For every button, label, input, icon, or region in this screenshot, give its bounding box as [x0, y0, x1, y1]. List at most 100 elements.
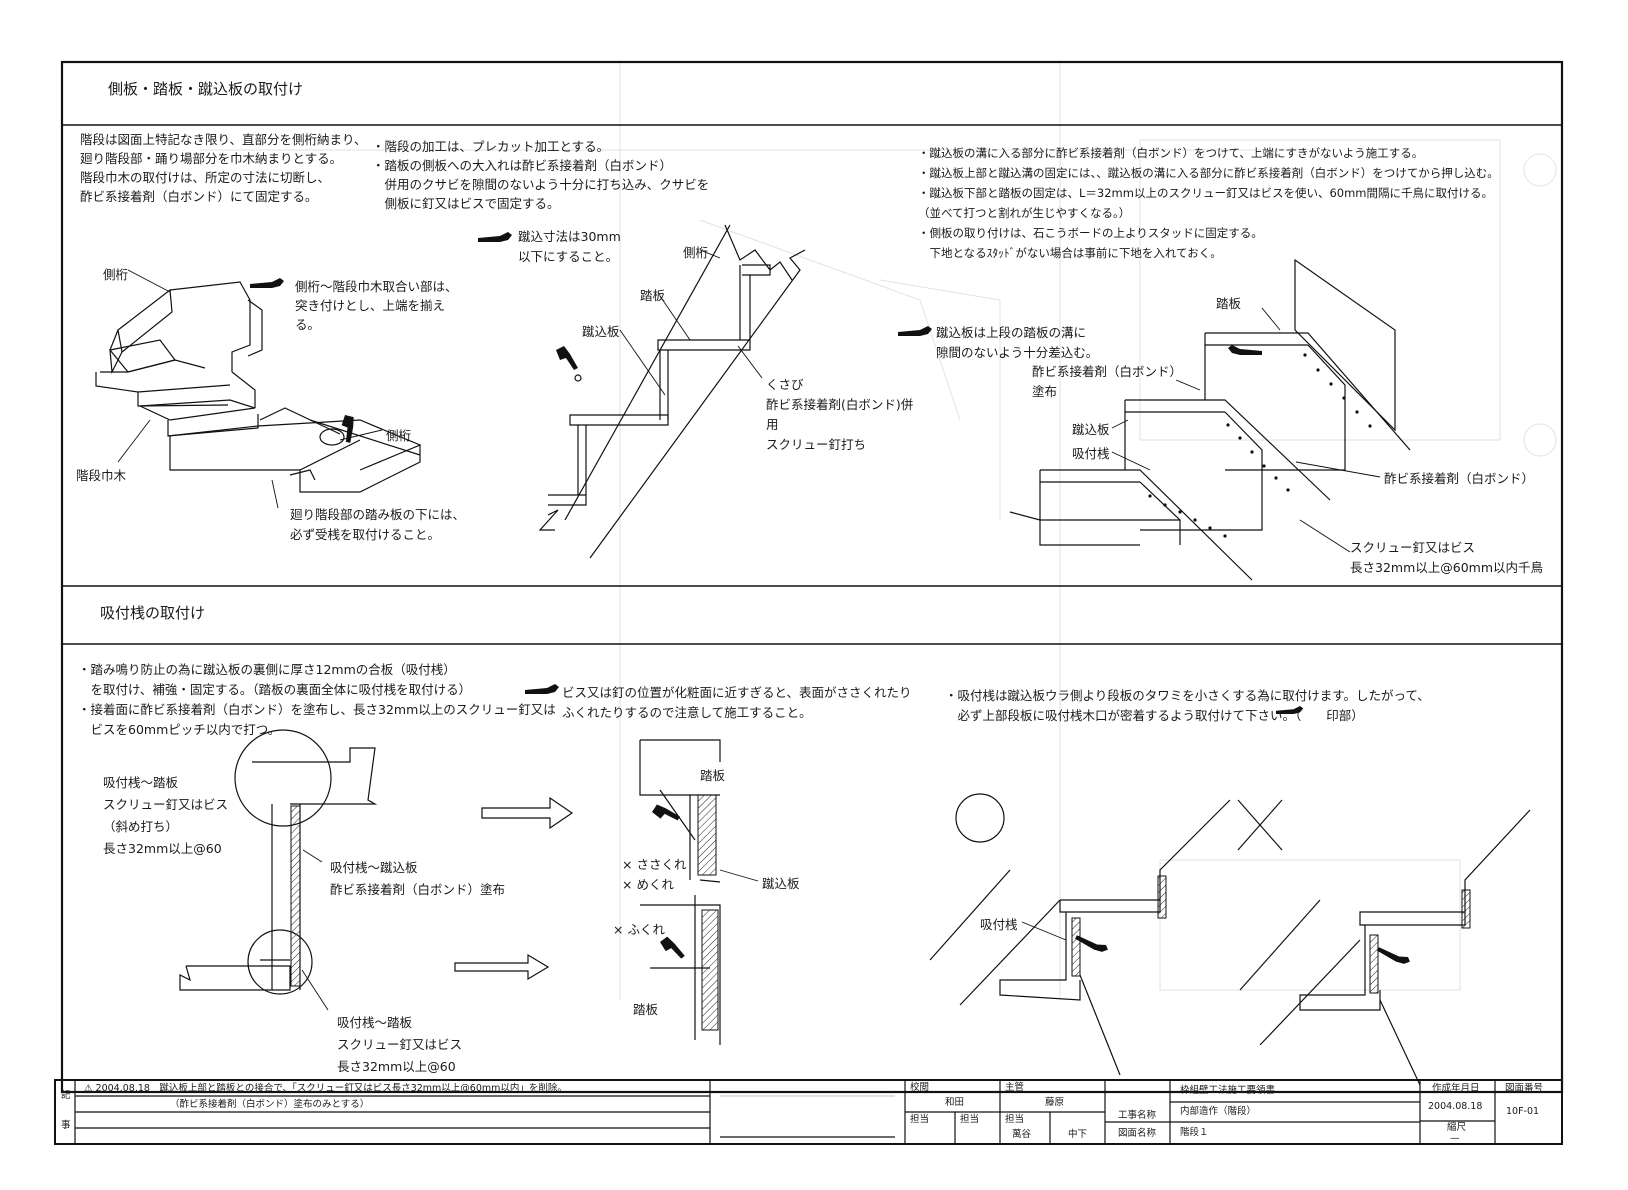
label-screw-2: 長さ32mm以上@60mm以内千鳥 — [1350, 560, 1544, 575]
s2-note-middle-1: ビス又は釘の位置が化粧面に近すぎると、表面がささくれたり — [562, 685, 912, 700]
fig4-top-2: スクリュー釘又はビス — [103, 797, 229, 812]
fig4-top-3: （斜め打ち） — [103, 819, 179, 834]
pointing-hand-icon — [525, 684, 559, 694]
label-side-girder: 側桁 — [386, 428, 412, 443]
tb-date-value: 2004.08.18 — [1428, 1101, 1483, 1112]
note-right-3: ・蹴込板下部と踏板の固定は、L＝32mm以上のスクリュー釘又はビスを使い、60m… — [918, 186, 1493, 200]
note-middle-3: 併用のクサビを隙間のないよう十分に打ち込み、クサビを — [372, 177, 710, 192]
note-left-4: 酢ビ系接着剤（白ボンド）にて固定する。 — [80, 189, 318, 204]
callout-abut-2: 突き付けとし、上端を揃え — [295, 298, 446, 313]
tb-checked-value: 和田 — [945, 1097, 965, 1108]
fig4-mid-2: 酢ビ系接着剤（白ボンド）塗布 — [330, 882, 506, 897]
callout-groove-2: 隙間のないよう十分差込む。 — [936, 345, 1099, 360]
nail-position-figure — [639, 739, 721, 1045]
pointing-hand-icon — [898, 326, 932, 336]
note-right-2: ・蹴込板上部と蹴込溝の固定には、、蹴込板の溝に入る部分に酢ビ系接着剤（白ボンド）… — [918, 166, 1499, 180]
label-fig3-tread: 踏板 — [1216, 296, 1242, 311]
tb-charge-label-1: 担当 — [910, 1114, 930, 1125]
note-left-3: 階段巾木の取付けは、所定の寸法に切断し、 — [80, 170, 331, 185]
s2-note-right-1: ・吸付桟は蹴込板ウラ側より段板のタワミを小さくする為に取付けます。したがって、 — [945, 688, 1430, 703]
fig5-splinter: × ささくれ — [622, 857, 687, 872]
circle-mark-icon — [955, 793, 1005, 843]
tb-manager-label: 主管 — [1005, 1082, 1025, 1093]
sheet-frame — [60, 60, 1564, 1094]
label-fig2-tread: 踏板 — [640, 288, 666, 303]
fig5-bulge: × ふくれ — [613, 922, 665, 937]
section2-title: 吸付桟の取付け — [100, 604, 206, 622]
fig4-top-1: 吸付桟～踏板 — [103, 775, 179, 790]
fig5-peel: × めくれ — [622, 877, 674, 892]
fig4-bottom-3: 長さ32mm以上@60 — [337, 1059, 456, 1074]
tb-revision-1: ⚠ 2004.08.18 蹴込板上部と踏板との接合で、「スクリュー釘又はビス長さ… — [84, 1083, 567, 1094]
note-right-5: ・側板の取り付けは、石こうボードの上よりスタッドに固定する。 — [918, 226, 1263, 240]
tb-scale-value: — — [1450, 1133, 1460, 1144]
tb-charge-label-3: 担当 — [1005, 1114, 1025, 1125]
ghost-lines — [200, 60, 1557, 1000]
callout-riser-2: 以下にすること。 — [518, 249, 619, 264]
pointing-hand-icon — [250, 278, 284, 288]
note-right-4: （並べて打つと割れが生じやすくなる。） — [918, 206, 1131, 220]
note-left-2: 廻り階段部・踊り場部分を巾木納まりとする。 — [80, 151, 343, 166]
fig6-cleat: 吸付桟 — [980, 917, 1018, 932]
spiral-stair-figure — [95, 281, 422, 493]
fig4-top-4: 長さ32mm以上@60 — [103, 841, 222, 856]
callout-receiver-2: 必ず受桟を取付けること。 — [290, 527, 441, 542]
tb-charge-value-2: 中下 — [1068, 1129, 1088, 1140]
arrow-right-icon — [481, 796, 574, 830]
label-wedge-1: くさび — [766, 377, 804, 392]
s2-note-left-2: を取付け、補強・固定する。（踏板の裏面全体に吸付桟を取付ける） — [78, 682, 472, 697]
fig4-bottom-1: 吸付桟～踏板 — [337, 1015, 413, 1030]
tb-scale-label: 縮尺 — [1447, 1122, 1467, 1133]
tb-revision-2: （酢ビ系接着剤（白ボンド）塗布のみとする） — [170, 1099, 370, 1110]
tb-side-2: 事 — [61, 1120, 71, 1131]
section1-title: 側板・踏板・蹴込板の取付け — [108, 80, 304, 98]
label-glue-coat-1: 酢ビ系接着剤（白ボンド） — [1032, 364, 1183, 379]
tb-drawing-value: 階段１ — [1180, 1127, 1209, 1138]
label-wedge-2: 酢ビ系接着剤(白ボンド)併 — [766, 397, 914, 412]
tb-number-label: 図面番号 — [1505, 1083, 1544, 1094]
s2-note-middle-2: ふくれたりするので注意して施工すること。 — [562, 705, 812, 720]
tb-drawing-label: 図面名称 — [1118, 1128, 1157, 1139]
label-baseboard: 階段巾木 — [76, 468, 127, 483]
pointing-hand-icon — [478, 232, 512, 242]
tb-checked-label: 校閲 — [910, 1082, 930, 1093]
s2-note-left-1: ・踏み鳴り防止の為に蹴込板の裏側に厚さ12mmの合板（吸付桟） — [78, 662, 456, 677]
label-fig3-cleat: 吸付桟 — [1072, 446, 1110, 461]
tb-date-label: 作成年月日 — [1432, 1083, 1480, 1094]
riser-iso-figure — [1009, 258, 1411, 581]
housed-stair-figure — [538, 224, 806, 559]
arrow-right-icon — [454, 953, 550, 981]
callout-abut-1: 側桁～階段巾木取合い部は、 — [295, 279, 458, 294]
note-middle-1: ・階段の加工は、プレカット加工とする。 — [372, 139, 610, 154]
label-wedge-3: 用 — [766, 417, 779, 432]
label-screw-1: スクリュー釘又はビス — [1350, 540, 1476, 555]
callout-receiver-1: 廻り階段部の踏み板の下には、 — [290, 507, 466, 522]
hammer-icon — [556, 346, 578, 370]
screw-dots — [1148, 353, 1372, 538]
tb-charge-value-1: 萬谷 — [1012, 1129, 1032, 1140]
note-middle-2: ・踏板の側板への大入れは酢ビ系接着剤（白ボンド） — [372, 158, 673, 173]
tb-charge-label-2: 担当 — [960, 1114, 980, 1125]
label-fig3-riser: 蹴込板 — [1072, 422, 1110, 437]
s2-note-left-3: ・接着面に酢ビ系接着剤（白ボンド）を塗布し、長さ32mm以上のスクリュー釘又は — [78, 702, 556, 717]
pointing-hand-icon — [1377, 942, 1412, 968]
label-fig2-riser: 蹴込板 — [582, 324, 620, 339]
label-glue-coat-2: 塗布 — [1032, 384, 1058, 399]
tb-manager-value: 藤原 — [1045, 1097, 1065, 1108]
tb-number-value: 10F-01 — [1506, 1106, 1540, 1117]
label-fig2-side-girder: 側桁 — [683, 245, 709, 260]
note-left-1: 階段は図面上特記なき限り、直部分を側桁納まり、 — [80, 132, 367, 147]
tb-side-1: 記 — [61, 1090, 71, 1101]
pointing-hand-icon — [1228, 345, 1262, 355]
callout-riser-1: 蹴込寸法は30mm — [518, 229, 621, 244]
fig4-bottom-2: スクリュー釘又はビス — [337, 1037, 463, 1052]
note-right-1: ・蹴込板の溝に入る部分に酢ビ系接着剤（白ボンド）をつけて、上端にすきがないよう施… — [918, 146, 1424, 160]
title-block-grid — [54, 1079, 1563, 1145]
fig4-mid-1: 吸付桟～蹴込板 — [330, 860, 418, 875]
label-side-girder-top: 側桁 — [103, 267, 129, 282]
note-right-6: 下地となるｽﾀｯﾄﾞがない場合は事前に下地を入れておく。 — [918, 246, 1222, 260]
s2-note-left-4: ビスを60mmピッチ以内で打つ。 — [78, 722, 281, 737]
label-fig3-glue: 酢ビ系接着剤（白ボンド） — [1384, 471, 1535, 486]
